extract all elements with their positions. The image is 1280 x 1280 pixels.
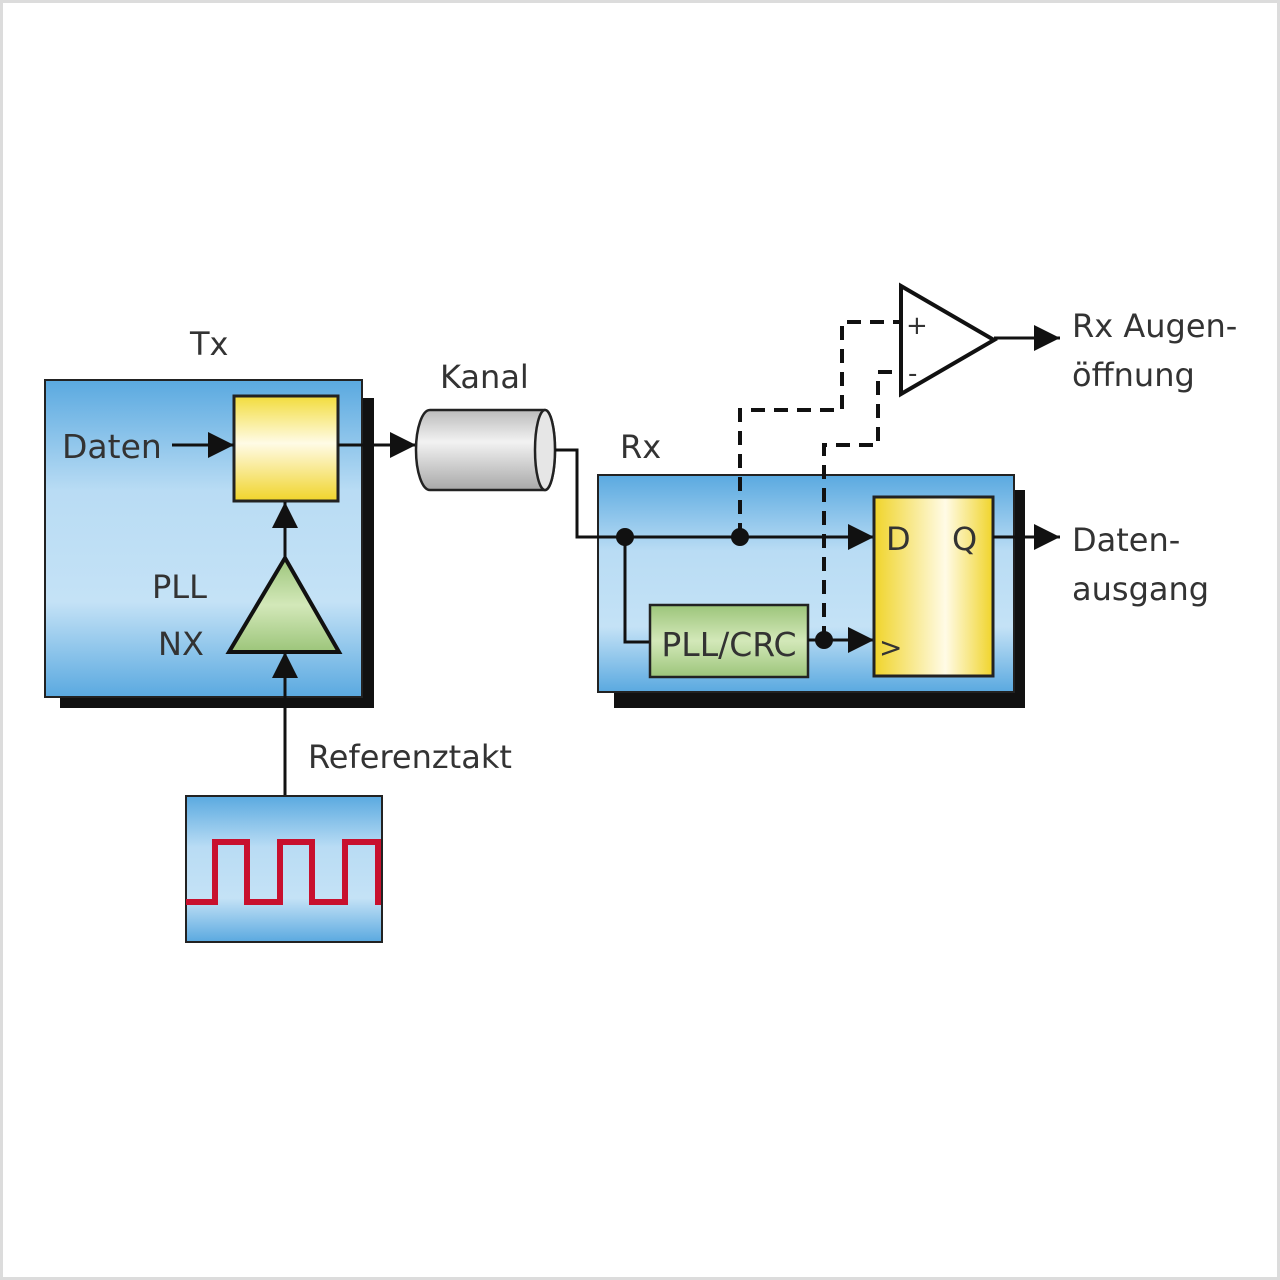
daten-label: Daten <box>62 427 162 466</box>
rx-label: Rx <box>620 428 661 466</box>
q-label: Q <box>952 520 977 558</box>
tx-block <box>44 379 374 708</box>
augen-label-2: öffnung <box>1072 356 1195 394</box>
referenztakt-label: Referenztakt <box>308 738 512 776</box>
pll-crc-label: PLL/CRC <box>661 625 796 664</box>
ausgang-label-2: ausgang <box>1072 570 1209 608</box>
pll-label: PLL <box>152 568 207 606</box>
junction-dot <box>616 528 634 546</box>
kanal-label: Kanal <box>440 358 529 396</box>
nx-label: NX <box>158 625 204 663</box>
clock-waveform <box>186 839 381 905</box>
plus-label: + <box>906 311 928 341</box>
augen-label-1: Rx Augen- <box>1072 307 1237 345</box>
clk-label: > <box>879 631 902 664</box>
junction-dot <box>731 528 749 546</box>
ausgang-label-1: Daten- <box>1072 521 1180 559</box>
flip-flop-block <box>872 495 995 678</box>
d-label: D <box>886 520 911 558</box>
tx-label: Tx <box>189 325 228 363</box>
reference-clock-box <box>185 795 383 943</box>
dashed-clock-probe <box>822 370 900 640</box>
to-pll-crc-line <box>623 537 650 644</box>
serializer-block <box>232 394 340 503</box>
channel-to-d-line <box>555 448 874 550</box>
junction-dot <box>815 631 833 649</box>
minus-label: - <box>908 359 917 389</box>
comparator-triangle <box>899 282 998 398</box>
channel-cylinder <box>414 408 557 492</box>
pll-crc-block <box>648 603 810 679</box>
